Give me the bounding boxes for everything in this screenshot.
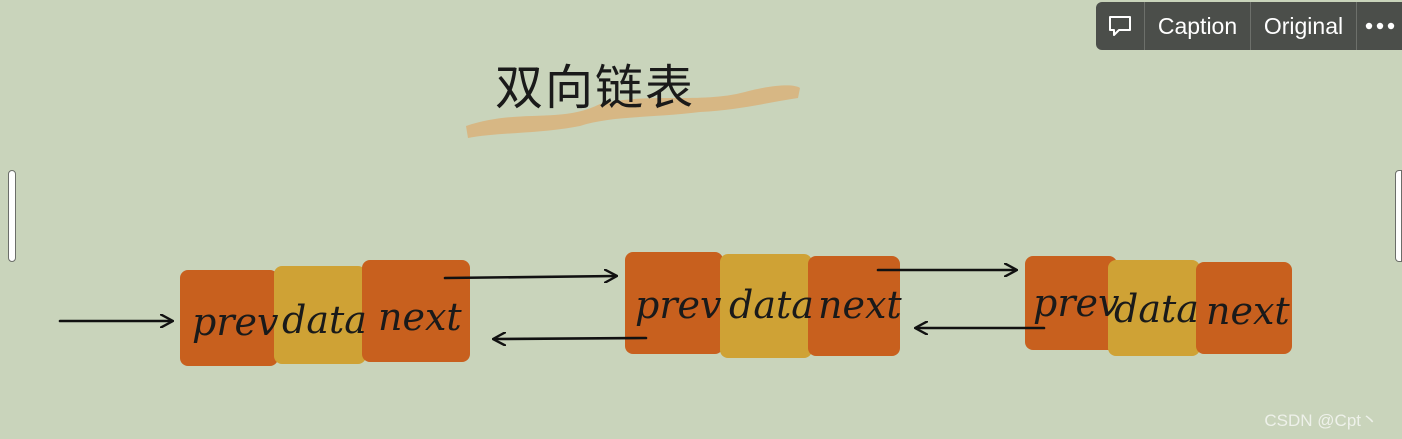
node-2-prev-label: prev — [635, 283, 722, 327]
node-1-next-arrow — [445, 276, 616, 278]
diagram-title: 双向链表 — [495, 60, 695, 116]
node-1-next-label: next — [378, 295, 462, 339]
list-node-3: prev data next — [1025, 256, 1292, 356]
node-1-prev-label: prev — [192, 300, 279, 344]
node-2-prev-arrow — [494, 338, 646, 339]
node-3-next-label: next — [1206, 289, 1290, 333]
node-2-next-label: next — [818, 283, 902, 327]
node-3-data-label: data — [1114, 287, 1199, 331]
node-1-data-label: data — [282, 298, 367, 342]
list-node-1: prev data next — [180, 260, 470, 366]
list-node-2: prev data next — [625, 252, 902, 358]
node-2-data-label: data — [729, 283, 814, 327]
node-3-prev-label: prev — [1033, 281, 1120, 325]
watermark: CSDN @Cpt丶 — [1264, 406, 1378, 431]
